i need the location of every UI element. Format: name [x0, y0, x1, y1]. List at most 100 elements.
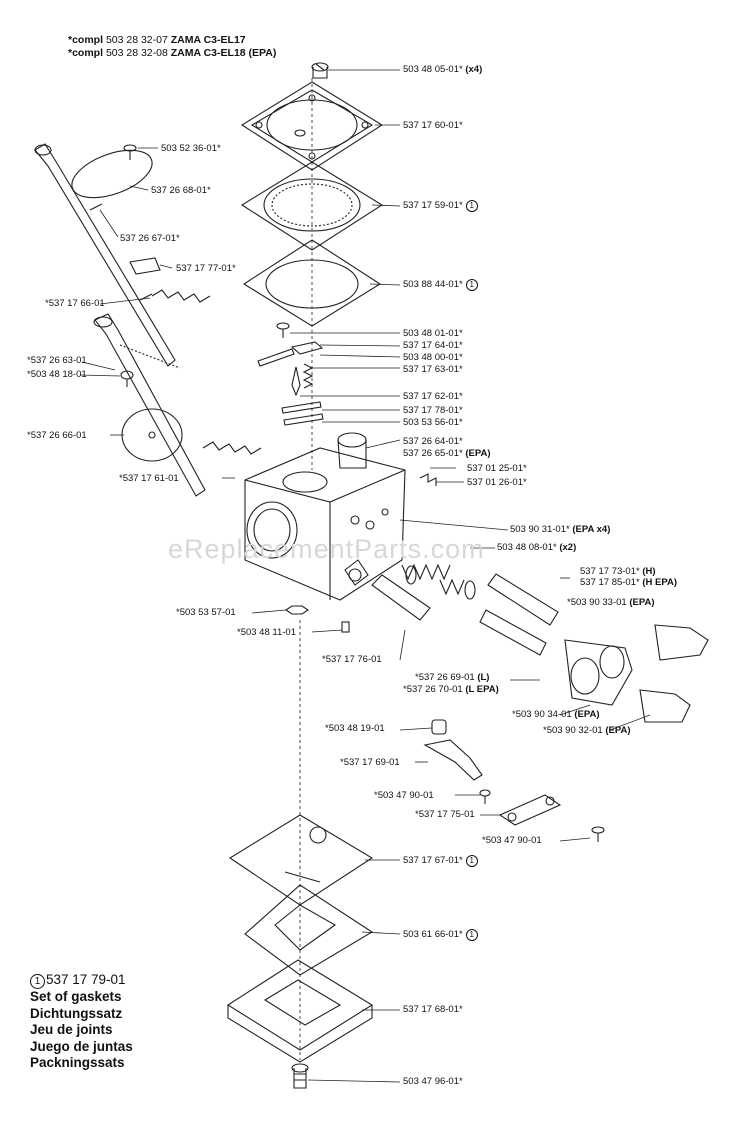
part-callout: 537 17 68-01* — [403, 1004, 463, 1015]
pin-a — [281, 401, 322, 414]
spring-h — [401, 563, 451, 581]
part-number: *503 90 34-01 — [512, 709, 572, 720]
part-number: 537 01 26-01* — [467, 477, 527, 488]
legend-line: Jeu de joints — [30, 1022, 113, 1037]
part-callout: *503 90 32-01 (EPA) — [543, 725, 631, 736]
part-qualifier: (H) — [639, 566, 656, 577]
part-number: 503 47 96-01* — [403, 1076, 463, 1087]
part-qualifier: (EPA) — [462, 448, 491, 459]
legend-part-number: 537 17 79-01 — [46, 972, 126, 987]
choke-shaft — [34, 143, 176, 367]
part-number: *537 26 66-01 — [27, 430, 87, 441]
leader-lines — [79, 69, 651, 1083]
part-number: 503 48 00-01* — [403, 352, 463, 363]
cap — [337, 432, 367, 469]
part-qualifier: (H EPA) — [639, 577, 677, 588]
choke-plate-screw — [123, 144, 137, 160]
part-number: *503 90 33-01 — [567, 597, 627, 608]
metering-lever — [290, 341, 324, 355]
washer — [285, 605, 309, 615]
part-callout: 537 17 67-01*1 — [403, 855, 479, 867]
part-number: 537 26 64-01* — [403, 436, 463, 447]
part-callout: 537 17 62-01* — [403, 391, 463, 402]
bush — [431, 719, 447, 735]
throttle-spring — [202, 441, 262, 455]
part-number: 537 17 59-01* — [403, 200, 463, 211]
part-qualifier: (EPA) — [602, 725, 631, 736]
part-callout: *503 48 19-01 — [325, 723, 385, 734]
part-callout: 537 26 65-01* (EPA) — [403, 448, 491, 459]
metering-gasket — [244, 884, 374, 976]
legend-line: Set of gaskets — [30, 989, 122, 1004]
epa-cap-h — [654, 624, 709, 661]
small-spring — [419, 473, 437, 486]
legend-line: Packningssats — [30, 1055, 125, 1070]
part-number: *503 48 19-01 — [325, 723, 385, 734]
part-callout: *537 17 75-01 — [415, 809, 475, 820]
part-qualifier: (x4) — [462, 64, 483, 75]
o-ring-a — [405, 565, 417, 585]
part-callout: 503 61 66-01*1 — [403, 929, 479, 941]
pump-diaphragm — [240, 161, 384, 251]
part-number: 503 52 36-01* — [161, 143, 221, 154]
part-callout: *537 26 66-01 — [27, 430, 87, 441]
lever-arm — [423, 739, 483, 781]
part-number: *537 17 66-01 — [45, 298, 105, 309]
part-qualifier: (x2) — [556, 542, 577, 553]
part-callout: 503 88 44-01*1 — [403, 279, 479, 291]
part-callout: 537 17 73-01* (H) — [580, 566, 656, 577]
part-callout: 537 17 78-01* — [403, 405, 463, 416]
part-number: 537 17 62-01* — [403, 391, 463, 402]
part-callout: *537 26 63-01 — [27, 355, 87, 366]
part-number: 503 48 01-01* — [403, 328, 463, 339]
part-number: 503 90 31-01* — [510, 524, 570, 535]
screw-front — [344, 559, 369, 586]
part-number: 503 48 05-01* — [403, 64, 463, 75]
legend-line: Dichtungssatz — [30, 1005, 123, 1021]
choke-plate — [71, 149, 153, 199]
gasket-set-mark: 1 — [465, 200, 478, 212]
part-number: 537 26 67-01* — [120, 233, 180, 244]
header-line-1: *compl 503 28 32-07 ZAMA C3-EL17 — [68, 34, 246, 46]
link-plate — [498, 794, 562, 826]
part-callout: 503 53 56-01* — [403, 417, 463, 428]
part-number: *537 26 63-01 — [27, 355, 87, 366]
part-number: 537 17 60-01* — [403, 120, 463, 131]
part-callout: 503 52 36-01* — [161, 143, 221, 154]
part-number: *537 26 70-01 — [403, 684, 463, 695]
part-number: 503 88 44-01* — [403, 279, 463, 290]
part-callout: 503 48 01-01* — [403, 328, 463, 339]
part-callout: 537 17 64-01* — [403, 340, 463, 351]
part-qualifier: (L) — [474, 672, 490, 683]
gasket-set-mark: 1 — [465, 279, 478, 291]
o-ring-b — [464, 580, 476, 600]
part-callout: 537 01 26-01* — [467, 477, 527, 488]
part-number: *503 48 18-01 — [27, 369, 87, 380]
part-number: 537 26 65-01* — [403, 448, 463, 459]
part-number: 537 01 25-01* — [467, 463, 527, 474]
legend-mark: 1 — [30, 974, 45, 989]
part-callout: 537 26 64-01* — [403, 436, 463, 447]
header-line-2: *compl 503 28 32-08 ZAMA C3-EL18 (EPA) — [68, 47, 277, 59]
part-callout: *537 17 66-01 — [45, 298, 105, 309]
part-callout: *503 47 90-01 — [482, 835, 542, 846]
lever-screw — [276, 322, 290, 338]
part-qualifier: (EPA) — [626, 597, 655, 608]
part-callout: *503 48 11-01 — [237, 627, 296, 638]
part-callout: 537 26 67-01* — [120, 233, 180, 244]
part-number: *537 17 75-01 — [415, 809, 475, 820]
throttle-shaft — [93, 313, 206, 497]
needle-main — [371, 574, 431, 621]
part-qualifier: (EPA) — [571, 709, 600, 720]
part-callout: *503 47 90-01 — [374, 790, 434, 801]
part-callout: *503 90 34-01 (EPA) — [512, 709, 600, 720]
part-number: 537 17 73-01* — [580, 566, 640, 577]
part-number: 503 48 08-01* — [497, 542, 557, 553]
part-callout: 503 48 08-01* (x2) — [497, 542, 576, 553]
part-callout: *537 17 76-01 — [322, 654, 382, 665]
part-callout: *537 26 69-01 (L) — [415, 672, 489, 683]
part-callout: 537 17 77-01* — [176, 263, 236, 274]
